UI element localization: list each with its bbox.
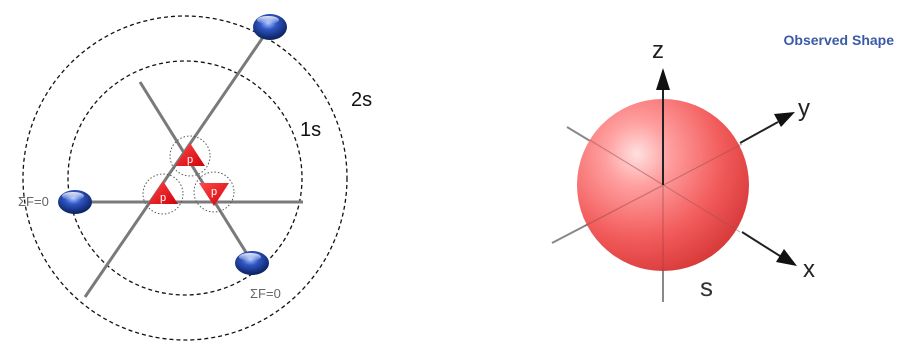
orbital-svg: Observed Shape z y x s [430, 0, 899, 347]
orbital-label-s: s [700, 272, 713, 302]
orbit-label-1s: 1s [300, 119, 321, 141]
electron-top [253, 14, 287, 40]
atom-model-svg: p p p 1s 2s ΣF=0 ΣF=0 [0, 0, 430, 347]
proton-label-top: p [187, 154, 193, 166]
force-label-bottom: ΣF=0 [250, 286, 281, 301]
axis-y-arrowhead [774, 112, 795, 127]
proton-label-right: p [211, 186, 217, 198]
axis-y-front [740, 122, 778, 143]
axis-label-y: y [798, 95, 810, 122]
atom-model-diagram: p p p 1s 2s ΣF=0 ΣF=0 [0, 0, 430, 347]
axis-label-x: x [803, 256, 815, 283]
axis-label-z: z [652, 37, 664, 64]
electron-bottom [235, 251, 269, 275]
outer-orbit-2s [23, 16, 347, 340]
force-label-left: ΣF=0 [18, 194, 49, 209]
observed-shape-title: Observed Shape [784, 32, 895, 48]
axis-x-arrowhead [776, 249, 797, 266]
axis-x-front [742, 232, 780, 256]
bond-line-diagonal [140, 82, 252, 262]
orbit-label-2s: 2s [351, 89, 372, 111]
proton-label-left: p [160, 192, 166, 204]
axis-z-arrowhead [656, 68, 670, 90]
observed-shape-diagram: Observed Shape z y x s [430, 0, 899, 347]
electron-left [58, 190, 92, 214]
